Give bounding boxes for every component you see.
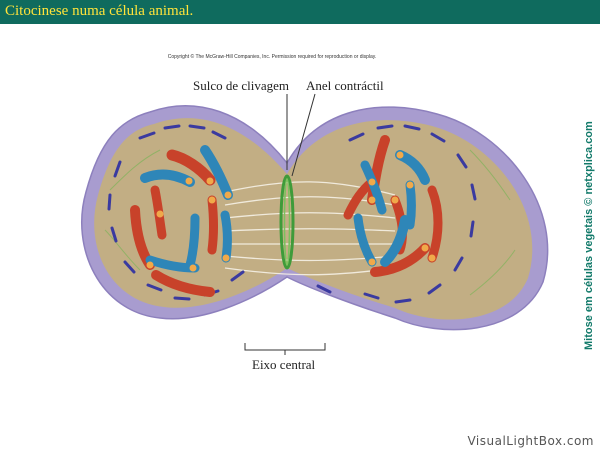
chromosome-red [427,185,443,263]
title-bar: Citocinese numa célula animal. [0,0,600,24]
leader-lines [244,93,326,355]
chromosome-blue [220,210,232,263]
astral-fibers [104,149,516,296]
slide-title: Citocinese numa célula animal. [5,3,194,19]
label-cleavage-furrow: Sulco de clivagem [193,78,290,93]
chromosome-blue [353,213,377,267]
chromosome-red [166,149,216,186]
chromosome-blue [200,145,233,200]
side-credit: Mitose em células vegetais © netxplica.c… [583,121,595,350]
chromosome-red [151,270,215,297]
chromosome-blue [380,215,410,267]
copyright-notice: Copyright © The McGraw-Hill Companies, I… [167,54,377,60]
label-central-axis: Eixo central [252,357,316,372]
chromosome-blue [405,180,416,230]
chromosomes-left [130,145,233,297]
label-contractile-ring: Anel contráctil [306,78,384,93]
centromeres-right [368,151,436,266]
chromosome-red [207,195,218,255]
centromeres-left [146,177,232,272]
chromosome-blue [360,160,387,215]
contractile-ring [279,174,295,270]
nuclear-envelope-right [316,124,477,304]
chromosomes-right [343,135,443,277]
chromosome-blue [185,213,200,270]
watermark: VisualLightBox.com [467,434,594,448]
chromosome-red [370,243,430,277]
